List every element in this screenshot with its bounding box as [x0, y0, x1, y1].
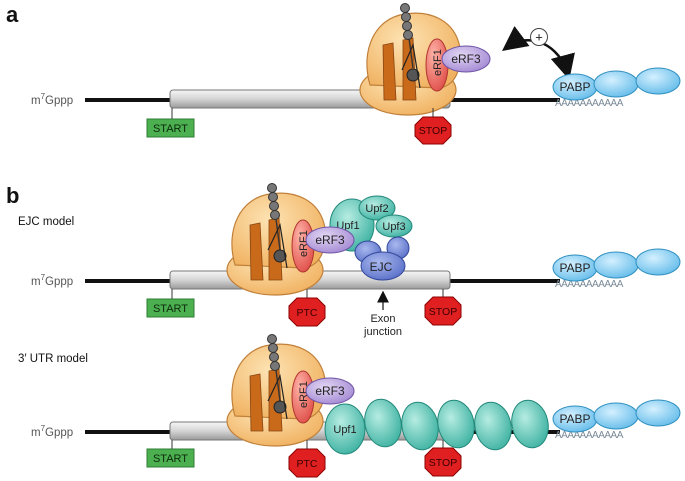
- erf3-protein: eRF3: [305, 377, 355, 405]
- upf2-label: Upf2: [365, 203, 388, 215]
- erf3-protein: eRF3: [305, 226, 355, 254]
- upf1-protein: [511, 399, 549, 449]
- erf1-label: eRF1: [432, 49, 444, 76]
- polya-tail: AAAAAAAAAAA: [555, 279, 624, 290]
- pabp-label: PABP: [559, 261, 590, 275]
- peptide-chain: [267, 334, 287, 414]
- peptide-chain: [267, 183, 287, 263]
- peptide-chain: [400, 3, 420, 82]
- start-label: START: [153, 453, 188, 465]
- erf1-protein: eRF1: [291, 219, 315, 273]
- utr-model-title: 3′ UTR model: [18, 353, 88, 365]
- stop-codon-sign: STOP: [424, 296, 462, 326]
- upf1-protein: [437, 399, 475, 449]
- cap-label: m7Gppp: [31, 92, 73, 107]
- polya-tail: AAAAAAAAAAA: [555, 430, 624, 441]
- stop-label: STOP: [429, 306, 457, 318]
- upf2-protein: [358, 195, 396, 221]
- upf1-protein: [474, 401, 512, 451]
- pabp-protein-group: PABP: [552, 399, 681, 433]
- erf1-protein: eRF1: [425, 38, 449, 92]
- trna-bar: [382, 42, 397, 101]
- pabp-protein: [593, 251, 639, 279]
- upf1-protein-group: Upf1: [324, 398, 549, 455]
- panel-a: a m7Gppp START: [6, 2, 681, 145]
- upf1-protein: [401, 401, 439, 451]
- upf1-label: Upf1: [333, 424, 356, 436]
- ptc-sign: PTC: [288, 297, 326, 327]
- plus-label: +: [535, 30, 543, 45]
- plus-symbol: +: [530, 28, 548, 46]
- start-codon-box: START: [146, 298, 195, 318]
- trna-bar: [249, 222, 264, 281]
- panel-a-label: a: [6, 2, 19, 27]
- cap-label: m7Gppp: [31, 273, 73, 288]
- ejc-label: EJC: [370, 260, 393, 274]
- pabp-protein: [635, 248, 681, 276]
- upf3-protein: [375, 214, 413, 238]
- pabp-label: PABP: [559, 80, 590, 94]
- upf1-protein: [364, 398, 402, 448]
- pabp-protein: [635, 67, 681, 95]
- pabp-protein: [593, 402, 639, 430]
- pabp-protein: [593, 70, 639, 98]
- stop-label: STOP: [419, 125, 447, 137]
- ptc-label: PTC: [297, 307, 318, 319]
- polya-tail: AAAAAAAAAAA: [555, 98, 624, 109]
- ejc-model-title: EJC model: [18, 216, 74, 228]
- upf1-protein: [324, 403, 366, 455]
- erf3-label: eRF3: [451, 52, 481, 66]
- ptc-label: PTC: [297, 458, 318, 470]
- stop-codon-sign: STOP: [424, 447, 462, 477]
- ejc-complex: EJC: [354, 236, 410, 281]
- start-label: START: [153, 303, 188, 315]
- pabp-protein-group: PABP: [552, 248, 681, 282]
- cap-label: m7Gppp: [31, 424, 73, 439]
- panel-b-label: b: [6, 183, 19, 208]
- erf3-label: eRF3: [315, 233, 345, 247]
- stop-codon-sign: STOP: [414, 116, 452, 145]
- pabp-label: PABP: [559, 412, 590, 426]
- pabp-protein-group: PABP: [552, 67, 681, 101]
- stop-label: STOP: [429, 457, 457, 469]
- start-label: START: [153, 123, 188, 135]
- ribosome: [226, 334, 326, 447]
- ejc-core: [360, 251, 406, 281]
- erf3-label: eRF3: [315, 384, 345, 398]
- erf3-protein: eRF3: [441, 45, 491, 73]
- start-codon-box: START: [146, 118, 195, 138]
- start-codon-box: START: [146, 448, 195, 468]
- junction-label: junction: [363, 326, 402, 338]
- panel-b-ejc-model: b EJC model m7Gppp START: [6, 183, 681, 338]
- pabp-protein: [635, 399, 681, 427]
- trna-bar: [249, 373, 264, 432]
- ptc-sign: PTC: [288, 448, 326, 478]
- upf3-label: Upf3: [382, 221, 405, 233]
- panel-b-utr-model: 3′ UTR model m7Gppp START: [18, 334, 681, 478]
- exon-label: Exon: [370, 313, 395, 325]
